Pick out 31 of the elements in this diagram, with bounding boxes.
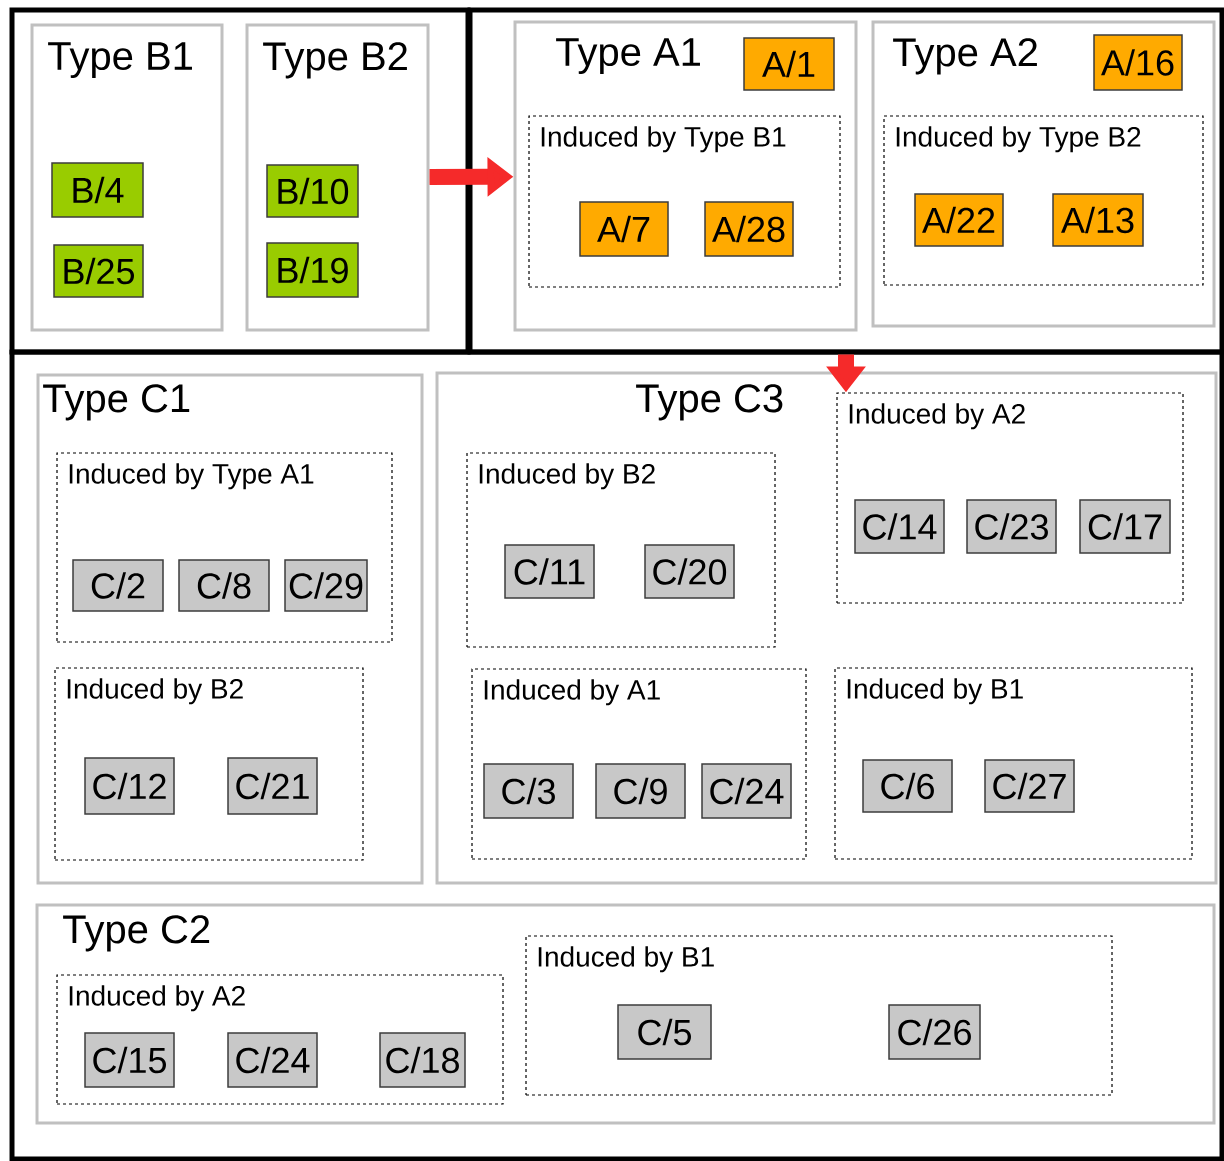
item-box: C/27 <box>984 759 1075 813</box>
item-box: B/19 <box>266 242 359 298</box>
item-box: C/6 <box>862 759 953 813</box>
item-box: C/2 <box>72 559 164 612</box>
item-box: C/21 <box>227 757 318 815</box>
item-box: C/26 <box>888 1004 981 1060</box>
item-box: A/13 <box>1052 193 1144 247</box>
item-box: A/28 <box>704 201 794 257</box>
item-box: C/11 <box>504 544 595 599</box>
item-box: C/23 <box>966 499 1057 554</box>
item-box: C/9 <box>595 763 686 819</box>
item-box: C/24 <box>227 1032 318 1088</box>
item-box: A/16 <box>1093 34 1183 91</box>
item-box: A/7 <box>579 201 669 257</box>
item-box: C/17 <box>1079 499 1171 554</box>
item-box: B/10 <box>266 164 359 218</box>
item-box: C/14 <box>854 499 945 554</box>
item-box: C/3 <box>483 763 574 819</box>
item-box: C/8 <box>178 559 270 612</box>
item-box: C/20 <box>644 544 735 599</box>
item-box: C/15 <box>84 1032 175 1088</box>
region-frame <box>9 349 1224 1161</box>
item-box: B/4 <box>51 162 144 218</box>
item-box: C/18 <box>379 1032 466 1088</box>
item-box: A/22 <box>914 193 1004 247</box>
item-box: B/25 <box>53 244 144 298</box>
item-box: A/1 <box>743 37 835 91</box>
item-box: C/29 <box>284 559 368 612</box>
item-box: C/24 <box>701 763 792 819</box>
item-box: C/5 <box>617 1004 712 1060</box>
item-box: C/12 <box>84 757 175 815</box>
